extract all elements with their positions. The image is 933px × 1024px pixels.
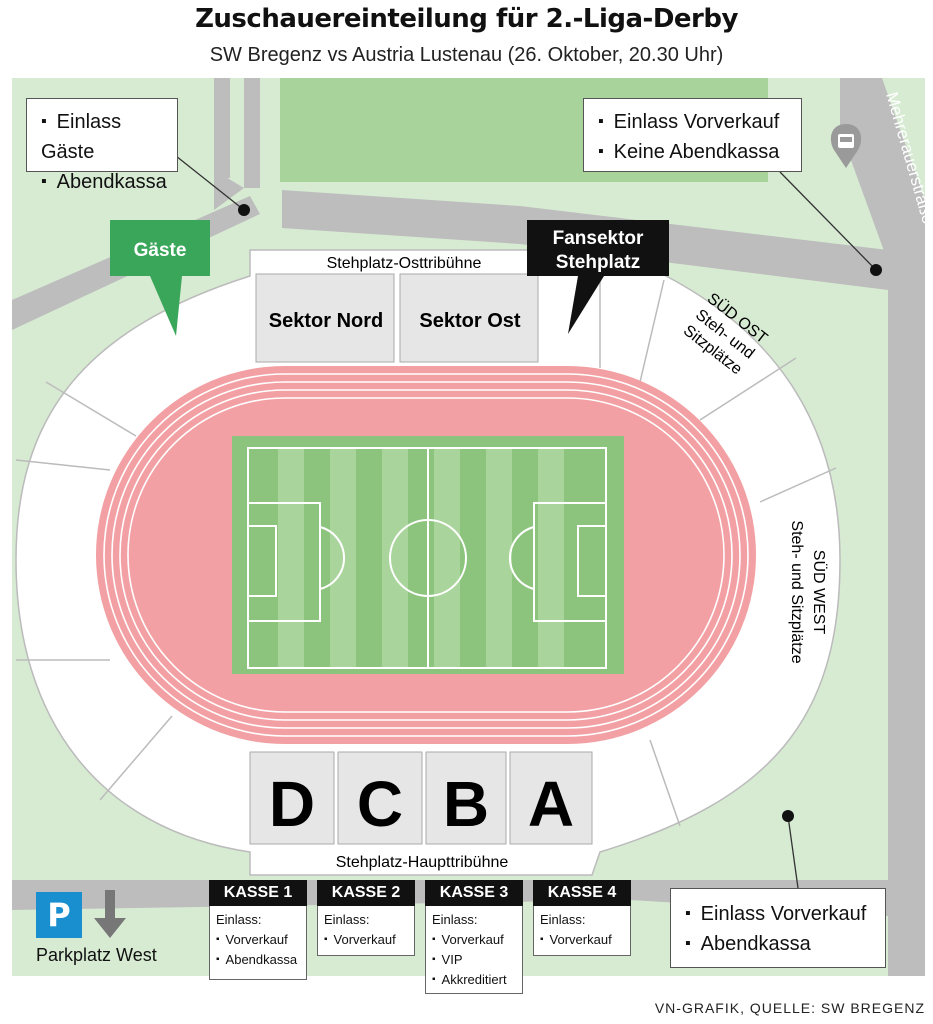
svg-text:SÜD WEST: SÜD WEST	[810, 550, 828, 635]
pitch-lines	[247, 447, 607, 669]
road-junction	[214, 170, 244, 210]
callout-item: Abendkassa	[685, 929, 871, 959]
page-title: Zuschauereinteilung für 2.-Liga-Derby	[195, 4, 738, 34]
kasse-item: Vorverkauf	[432, 930, 516, 950]
callout-item: Einlass Vorverkauf	[598, 107, 787, 137]
parking-sign: P	[36, 892, 82, 938]
kasse-4-einlass: Einlass:	[540, 912, 586, 927]
callout-einlass-vorverkauf-west: Einlass Vorverkauf Abendkassa	[670, 888, 886, 968]
credit-line: VN-GRAFIK, QUELLE: SW BREGENZ	[654, 1000, 925, 1016]
sektor-ost-block	[399, 273, 539, 363]
kasse-2-einlass: Einlass:	[324, 912, 370, 927]
block-d	[249, 751, 335, 845]
svg-text:Fansektor: Fansektor	[553, 228, 644, 249]
kasse-3: KASSE 3 Einlass: Vorverkauf VIP Akkredit…	[425, 880, 523, 994]
kasse-item: VIP	[432, 950, 516, 970]
kasse-item: Vorverkauf	[324, 930, 408, 950]
sektor-nord-label: Sektor Nord	[269, 310, 383, 332]
block-a	[509, 751, 593, 845]
entrance-dot-guests	[238, 204, 250, 216]
parking-label: Parkplatz West	[36, 945, 157, 965]
entrance-dot-east	[870, 264, 882, 276]
svg-text:Stehplatz: Stehplatz	[556, 252, 640, 273]
kasse-3-name: KASSE 3	[425, 880, 523, 906]
sektor-ost-label: Sektor Ost	[419, 310, 520, 332]
block-b	[425, 751, 507, 845]
callout-item: Einlass Vorverkauf	[685, 899, 871, 929]
fansektor-flag: Fansektor Stehplatz	[527, 220, 669, 334]
block-a-label: A	[528, 768, 574, 840]
stand-dividers	[15, 250, 837, 827]
stehplatz-ost-label: Stehplatz-Osttribühne	[327, 255, 482, 272]
kasse-item: Akkreditiert	[432, 970, 516, 990]
kasse-4: KASSE 4 Einlass: Vorverkauf	[533, 880, 631, 956]
callout-item: Einlass Gäste	[41, 107, 163, 167]
svg-text:Steh- und Sitzplätze: Steh- und Sitzplätze	[788, 520, 805, 663]
block-d-label: D	[269, 768, 315, 840]
entrance-dot-southwest	[782, 810, 794, 822]
block-c	[337, 751, 423, 845]
kasse-1-einlass: Einlass:	[216, 912, 262, 927]
track-lanes	[103, 373, 749, 737]
kasse-2: KASSE 2 Einlass: Vorverkauf	[317, 880, 415, 956]
sued-west-label: SÜD WEST Steh- und Sitzplätze	[788, 520, 828, 663]
pitch-stripes	[278, 448, 564, 668]
kasse-1: KASSE 1 Einlass: Vorverkauf Abendkassa	[209, 880, 307, 980]
road-path-2	[244, 78, 260, 188]
kasse-3-einlass: Einlass:	[432, 912, 478, 927]
road-mehrerauerstrasse	[840, 78, 925, 976]
callout-lines	[175, 155, 877, 889]
arrow-down-icon	[94, 890, 126, 938]
kasse-item: Vorverkauf	[216, 930, 300, 950]
gaeste-flag: Gäste	[110, 220, 210, 336]
block-b-label: B	[443, 768, 489, 840]
callout-item: Abendkassa	[41, 167, 167, 197]
kasse-item: Vorverkauf	[540, 930, 624, 950]
kasse-2-name: KASSE 2	[317, 880, 415, 906]
callout-einlass-gaeste: Einlass Gäste Abendkassa	[26, 98, 178, 193]
sektor-nord-block	[255, 273, 395, 363]
road-path-1	[214, 78, 230, 178]
parking-icon: P	[36, 892, 82, 938]
callout-item: Keine Abendkassa	[598, 137, 787, 167]
block-c-label: C	[357, 768, 403, 840]
bus-stop-icon	[830, 124, 862, 168]
callout-einlass-vorverkauf-ost: Einlass Vorverkauf Keine Abendkassa	[583, 98, 802, 172]
sued-ost-label: SÜD OST Steh- und Sitzplätze	[680, 289, 771, 378]
svg-text:Gäste: Gäste	[134, 240, 187, 261]
kasse-item: Abendkassa	[216, 950, 300, 970]
kasse-4-name: KASSE 4	[533, 880, 631, 906]
page-subtitle: SW Bregenz vs Austria Lustenau (26. Okto…	[209, 44, 724, 66]
kasse-1-name: KASSE 1	[209, 880, 307, 906]
stehplatz-haupt-label: Stehplatz-Haupttribühne	[336, 854, 509, 871]
